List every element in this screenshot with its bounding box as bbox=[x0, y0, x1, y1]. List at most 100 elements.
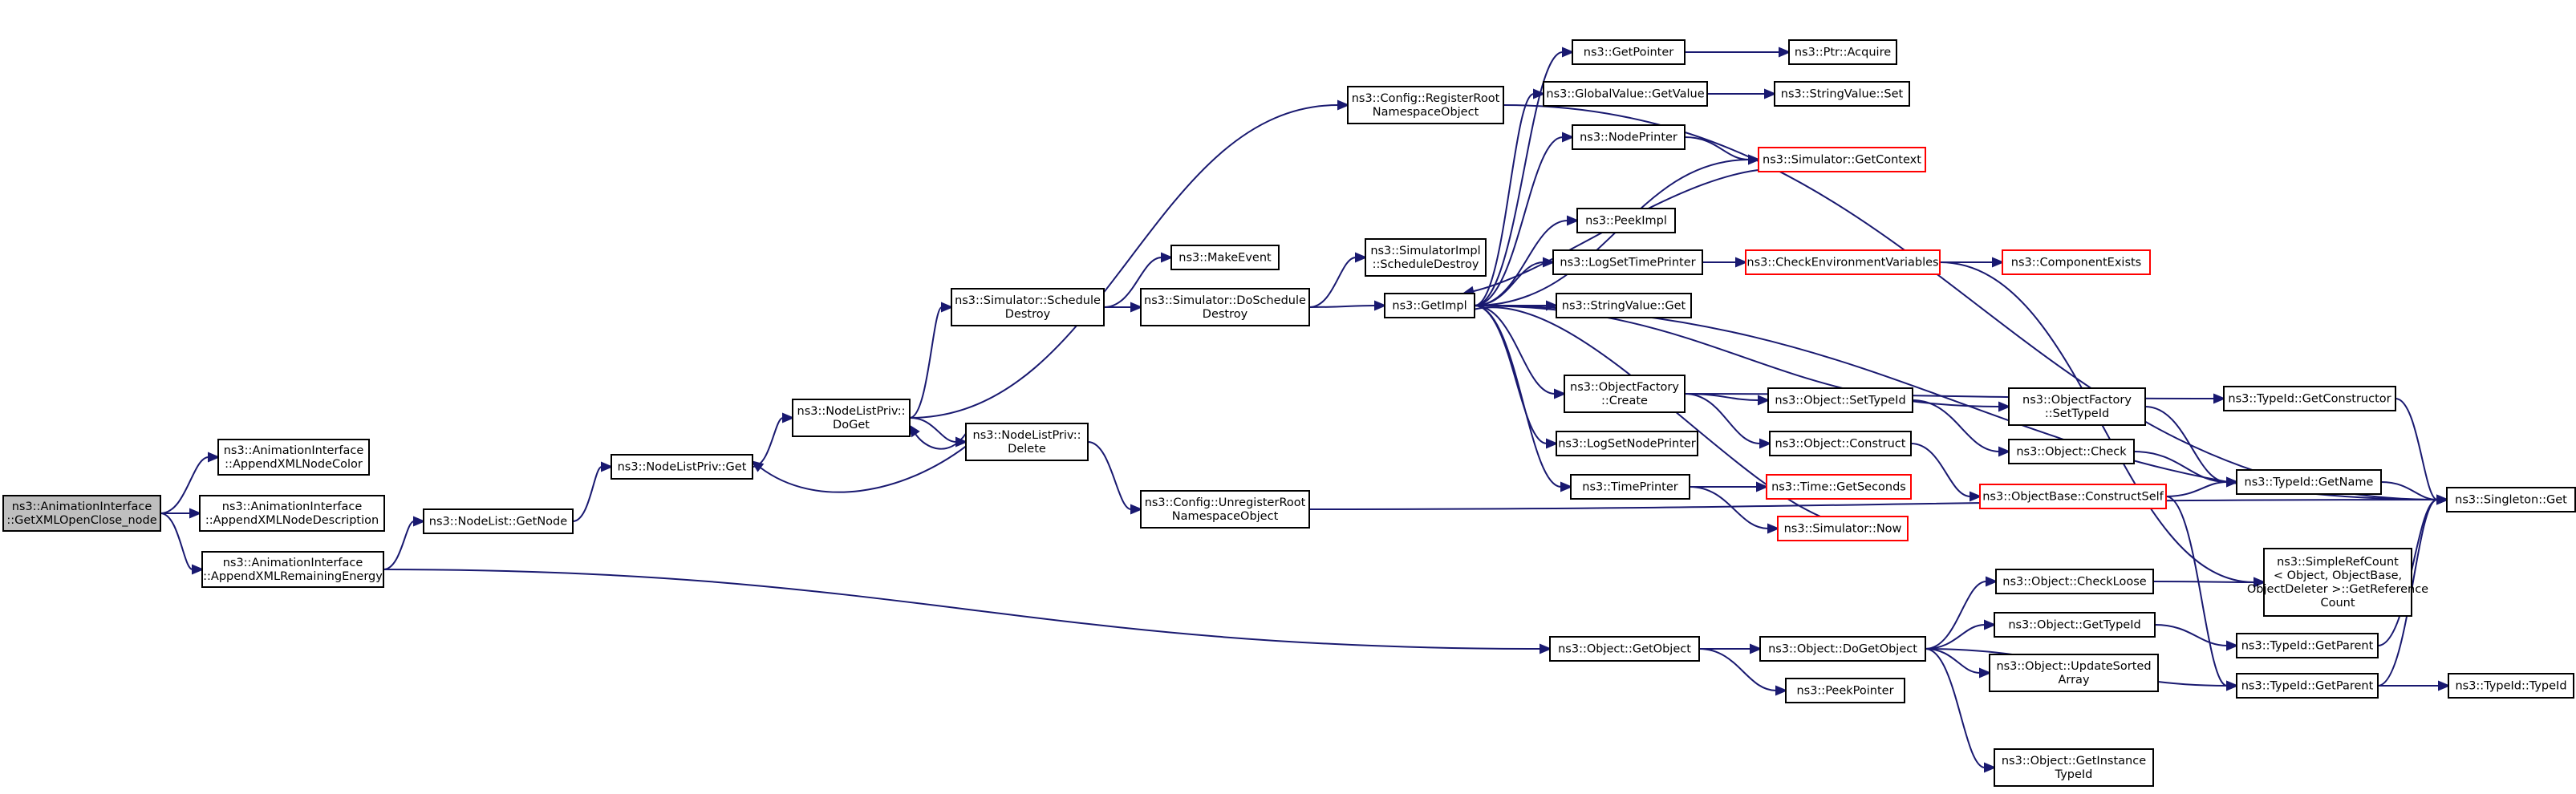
node-box[interactable] bbox=[792, 399, 911, 437]
node-simGetContext[interactable]: ns3::Simulator::GetContext bbox=[1758, 147, 1926, 172]
node-box[interactable] bbox=[1140, 490, 1310, 529]
node-box[interactable] bbox=[2002, 249, 2151, 275]
node-svSet[interactable]: ns3::StringValue::Set bbox=[1774, 81, 1910, 107]
node-appendColor[interactable]: ns3::AnimationInterface::AppendXMLNodeCo… bbox=[217, 439, 370, 476]
node-getPointer[interactable]: ns3::GetPointer bbox=[1572, 39, 1686, 65]
node-tidGetConstructor[interactable]: ns3::TypeId::GetConstructor bbox=[2223, 386, 2396, 411]
node-singletonGet[interactable]: ns3::Singleton::Get bbox=[2446, 487, 2576, 512]
node-box[interactable] bbox=[1552, 249, 1703, 275]
node-box[interactable] bbox=[199, 495, 385, 532]
node-box[interactable] bbox=[1572, 124, 1686, 150]
node-box[interactable] bbox=[1758, 147, 1926, 172]
node-logSetNodePrinter[interactable]: ns3::LogSetNodePrinter bbox=[1556, 431, 1698, 456]
node-box[interactable] bbox=[1564, 375, 1686, 413]
node-box[interactable] bbox=[1576, 208, 1676, 233]
node-box[interactable] bbox=[1556, 431, 1698, 456]
node-box[interactable] bbox=[2236, 673, 2379, 699]
node-box[interactable] bbox=[1347, 86, 1504, 124]
node-checkEnvVars[interactable]: ns3::CheckEnvironmentVariables bbox=[1745, 249, 1941, 275]
node-box[interactable] bbox=[1989, 654, 2159, 692]
node-box[interactable] bbox=[1759, 636, 1926, 662]
node-privDelete[interactable]: ns3::NodeListPriv::Delete bbox=[965, 423, 1089, 461]
node-makeEvent[interactable]: ns3::MakeEvent bbox=[1170, 245, 1280, 270]
node-box[interactable] bbox=[1570, 474, 1690, 500]
node-box[interactable] bbox=[1767, 387, 1913, 413]
node-box[interactable] bbox=[1788, 39, 1897, 65]
node-componentExists[interactable]: ns3::ComponentExists bbox=[2002, 249, 2151, 275]
node-tidGetName[interactable]: ns3::TypeId::GetName bbox=[2236, 469, 2382, 495]
node-appendDesc[interactable]: ns3::AnimationInterface::AppendXMLNodeDe… bbox=[199, 495, 385, 532]
node-box[interactable] bbox=[1774, 81, 1910, 107]
node-box[interactable] bbox=[1170, 245, 1280, 270]
node-box[interactable] bbox=[2446, 487, 2576, 512]
node-simNow[interactable]: ns3::Simulator::Now bbox=[1777, 516, 1909, 541]
node-objBaseConstructSelf[interactable]: ns3::ObjectBase::ConstructSelf bbox=[1979, 484, 2167, 509]
node-box[interactable] bbox=[1769, 431, 1912, 456]
node-box[interactable] bbox=[1994, 748, 2154, 787]
node-box[interactable] bbox=[1384, 293, 1475, 318]
node-objCheckLoose[interactable]: ns3::Object::CheckLoose bbox=[1995, 569, 2154, 594]
node-box[interactable] bbox=[2448, 673, 2574, 699]
node-peekImpl[interactable]: ns3::PeekImpl bbox=[1576, 208, 1676, 233]
node-box[interactable] bbox=[1556, 293, 1692, 318]
node-box[interactable] bbox=[1995, 569, 2154, 594]
node-ptrAcquire[interactable]: ns3::Ptr::Acquire bbox=[1788, 39, 1897, 65]
node-box[interactable] bbox=[201, 551, 384, 588]
node-box[interactable] bbox=[1785, 678, 1905, 703]
node-gvGetValue[interactable]: ns3::GlobalValue::GetValue bbox=[1543, 81, 1708, 107]
node-objConstruct[interactable]: ns3::Object::Construct bbox=[1769, 431, 1912, 456]
node-root[interactable]: ns3::AnimationInterface::GetXMLOpenClose… bbox=[2, 495, 161, 532]
node-box[interactable] bbox=[423, 508, 574, 534]
node-getImpl[interactable]: ns3::GetImpl bbox=[1384, 293, 1475, 318]
node-logSetTimePrinter[interactable]: ns3::LogSetTimePrinter bbox=[1552, 249, 1703, 275]
node-simImplSched[interactable]: ns3::SimulatorImpl::ScheduleDestroy bbox=[1365, 238, 1487, 277]
node-timeGetSeconds[interactable]: ns3::Time::GetSeconds bbox=[1766, 474, 1912, 500]
node-tidGetParent[interactable]: ns3::TypeId::GetParent bbox=[2236, 633, 2379, 658]
node-objDoGetObject[interactable]: ns3::Object::DoGetObject bbox=[1759, 636, 1926, 662]
node-box[interactable] bbox=[1140, 288, 1310, 326]
node-tidGetParent2[interactable]: ns3::TypeId::GetParent bbox=[2236, 673, 2379, 699]
node-box[interactable] bbox=[1979, 484, 2167, 509]
node-box[interactable] bbox=[2236, 469, 2382, 495]
node-privGet[interactable]: ns3::NodeListPriv::Get bbox=[611, 454, 753, 480]
node-privDoGet[interactable]: ns3::NodeListPriv::DoGet bbox=[792, 399, 911, 437]
node-box[interactable] bbox=[1766, 474, 1912, 500]
node-box[interactable] bbox=[1994, 612, 2156, 638]
node-box[interactable] bbox=[2223, 386, 2396, 411]
node-objCheck[interactable]: ns3::Object::Check bbox=[2008, 439, 2135, 464]
node-box[interactable] bbox=[1745, 249, 1941, 275]
node-svGet[interactable]: ns3::StringValue::Get bbox=[1556, 293, 1692, 318]
node-box[interactable] bbox=[611, 454, 753, 480]
node-box[interactable] bbox=[217, 439, 370, 476]
node-nodePrinter[interactable]: ns3::NodePrinter bbox=[1572, 124, 1686, 150]
node-box[interactable] bbox=[2008, 387, 2146, 426]
node-objGetTypeId[interactable]: ns3::Object::GetTypeId bbox=[1994, 612, 2156, 638]
node-box[interactable] bbox=[951, 288, 1105, 326]
node-tidTypeId[interactable]: ns3::TypeId::TypeId bbox=[2448, 673, 2574, 699]
node-objSetTypeId[interactable]: ns3::Object::SetTypeId bbox=[1767, 387, 1913, 413]
node-box[interactable] bbox=[2236, 633, 2379, 658]
node-box[interactable] bbox=[1543, 81, 1708, 107]
node-nodeListGetNode[interactable]: ns3::NodeList::GetNode bbox=[423, 508, 574, 534]
node-box[interactable] bbox=[2008, 439, 2135, 464]
node-box[interactable] bbox=[2, 495, 161, 532]
node-box[interactable] bbox=[1549, 636, 1700, 662]
node-box[interactable] bbox=[1777, 516, 1909, 541]
node-ofCreate[interactable]: ns3::ObjectFactory::Create bbox=[1564, 375, 1686, 413]
node-peekPointer[interactable]: ns3::PeekPointer bbox=[1785, 678, 1905, 703]
node-box[interactable] bbox=[1572, 39, 1686, 65]
node-box[interactable] bbox=[965, 423, 1089, 461]
node-ofSetTypeId[interactable]: ns3::ObjectFactory::SetTypeId bbox=[2008, 387, 2146, 426]
node-unregisterRoot[interactable]: ns3::Config::UnregisterRootNamespaceObje… bbox=[1140, 490, 1310, 529]
node-srcGetRef[interactable]: ns3::SimpleRefCount< Object, ObjectBase,… bbox=[2247, 548, 2428, 617]
node-timePrinter[interactable]: ns3::TimePrinter bbox=[1570, 474, 1690, 500]
node-objGetObject[interactable]: ns3::Object::GetObject bbox=[1549, 636, 1700, 662]
node-appendEnergy[interactable]: ns3::AnimationInterface::AppendXMLRemain… bbox=[201, 551, 384, 588]
node-box[interactable] bbox=[1365, 238, 1487, 277]
node-schedDestroy[interactable]: ns3::Simulator::ScheduleDestroy bbox=[951, 288, 1105, 326]
node-box[interactable] bbox=[2263, 548, 2412, 617]
